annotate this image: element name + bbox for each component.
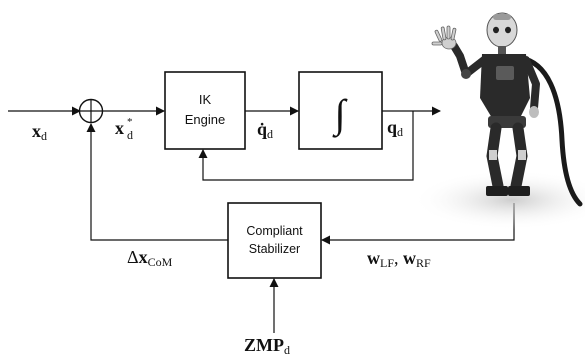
robot-torso — [480, 54, 530, 118]
integrator-block: ∫ — [298, 71, 383, 150]
robot-cable — [517, 55, 583, 207]
svg-text:d: d — [127, 128, 133, 142]
robot-left-foot — [486, 186, 508, 196]
robot-left-arm — [450, 42, 488, 78]
signal-wrench-feet: wLF, wRF — [367, 248, 431, 270]
summation-junction — [78, 98, 104, 124]
signal-zmp-d: ZMPd — [244, 335, 290, 356]
signal-q-d: qd — [387, 117, 403, 139]
robot-right-arm — [522, 56, 540, 112]
svg-text:x: x — [115, 118, 124, 138]
signal-x-d-star: x * d — [115, 116, 133, 142]
ik-engine-label-2: Engine — [185, 112, 225, 127]
svg-text:*: * — [127, 116, 133, 128]
stabilizer-label-1: Compliant — [246, 224, 303, 238]
floor-shadow — [412, 170, 585, 230]
wire-com-correction — [86, 123, 228, 241]
stabilizer-label-2: Stabilizer — [249, 242, 300, 256]
signal-delta-x-com: ΔxCoM — [127, 247, 173, 269]
robot-hand — [431, 25, 457, 50]
ik-engine-block: IK Engine — [164, 71, 246, 150]
robot-right-foot — [508, 186, 530, 196]
wire-q-feedback — [198, 111, 414, 181]
compliant-stabilizer-block: Compliant Stabilizer — [227, 202, 322, 279]
signal-qdot-d: q̇d — [257, 119, 273, 141]
integral-symbol: ∫ — [332, 91, 349, 138]
signal-x-d: xd — [32, 121, 47, 143]
ik-engine-label-1: IK — [199, 92, 212, 107]
humanoid-robot-image — [412, 12, 585, 230]
